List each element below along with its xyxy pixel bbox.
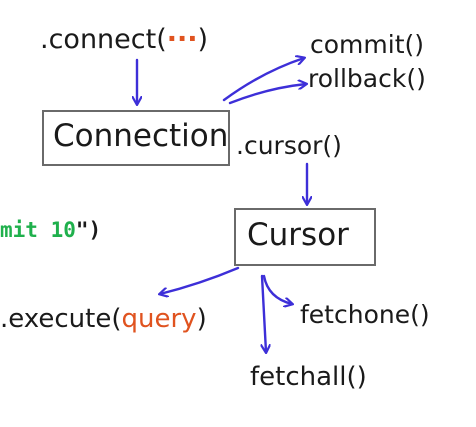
code-fragment-quote: ") [75, 218, 102, 242]
arrow-connection-to-commit [222, 58, 304, 102]
arrow-cursor-to-execute [160, 266, 240, 294]
arrow-cursor-to-fetchall [262, 274, 266, 352]
cursor-box-label: Cursor [247, 217, 349, 253]
connect-call-label: .connect(···) [40, 26, 208, 53]
arrow-cursor-to-fetchone [262, 274, 292, 304]
connect-suffix: ) [197, 24, 209, 55]
connect-prefix: .connect( [40, 24, 167, 55]
connection-box-label: Connection [53, 118, 229, 154]
commit-label: commit() [310, 30, 425, 59]
connect-args: ··· [166, 24, 198, 55]
execute-arg: query [121, 304, 197, 334]
connection-box [42, 110, 230, 166]
arrow-connection-to-rollback [228, 84, 306, 105]
cursor-box [234, 208, 376, 266]
code-fragment-green: mit 10 [0, 218, 76, 242]
execute-prefix: .execute( [0, 304, 122, 334]
fetchone-label: fetchone() [300, 300, 430, 329]
rollback-label: rollback() [308, 64, 426, 93]
code-fragment: mit 10") [0, 220, 101, 241]
fetchall-label: fetchall() [250, 362, 367, 392]
execute-call-label: .execute(query) [0, 306, 207, 332]
execute-suffix: ) [196, 304, 207, 334]
cursor-call-label: .cursor() [236, 131, 342, 160]
